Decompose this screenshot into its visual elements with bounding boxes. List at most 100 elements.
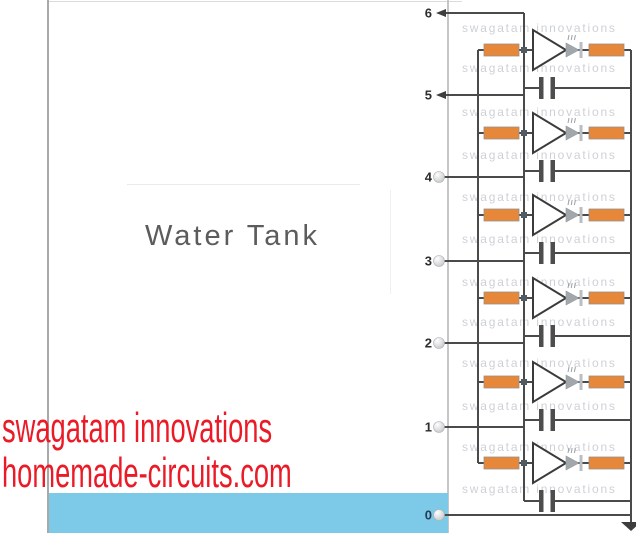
led-icon <box>565 125 580 141</box>
watermark-text: swagatam innovations <box>462 61 617 75</box>
watermark-text: swagatam innovations <box>462 232 617 246</box>
input-resistor <box>483 208 520 222</box>
led-ray <box>567 34 570 41</box>
output-resistor <box>588 208 625 222</box>
output-resistor <box>588 291 625 305</box>
capacitor-plate <box>539 409 544 431</box>
led-ray <box>570 117 573 124</box>
watermark-text: swagatam innovations <box>462 315 617 329</box>
watermark-text: swagatam innovations <box>462 482 617 496</box>
tank-label: Water Tank <box>145 220 321 252</box>
watermark-text: swagatam innovations <box>462 21 617 35</box>
input-resistor <box>483 126 520 140</box>
led-ray <box>573 447 576 454</box>
led-ray <box>570 282 573 289</box>
probe-ball-icon <box>433 509 445 521</box>
branding-text: swagatam innovations homemade-circuits.c… <box>2 405 292 495</box>
led-icon <box>565 290 580 306</box>
terminal-label: 2 <box>425 336 432 351</box>
terminal-label: 4 <box>425 170 433 185</box>
led-ray <box>570 34 573 41</box>
junction-dot <box>521 460 527 466</box>
capacitor-plate <box>539 77 544 99</box>
buffer-gate <box>532 111 568 155</box>
arrow-left-icon <box>436 9 446 17</box>
capacitor-plate <box>539 242 544 264</box>
watermark-text: swagatam innovations <box>462 399 617 413</box>
led-ray <box>570 447 573 454</box>
capacitor-plate <box>550 160 555 182</box>
led-ray <box>573 199 576 206</box>
led-ray <box>567 199 570 206</box>
probe-ball-icon <box>433 421 445 433</box>
capacitor-plate <box>539 325 544 347</box>
junction-dot <box>521 295 527 301</box>
tank-left-wall <box>47 0 49 533</box>
capacitor-plate <box>550 242 555 264</box>
led-icon <box>565 207 580 223</box>
water-fill <box>49 493 448 533</box>
led-cathode-bar <box>579 125 583 141</box>
led-ray <box>567 117 570 124</box>
led-ray <box>567 447 570 454</box>
led-ray <box>567 366 570 373</box>
tank-top-edge <box>48 1 462 2</box>
led-ray <box>567 282 570 289</box>
buffer-gate <box>532 193 568 237</box>
led-icon <box>565 455 580 471</box>
led-cathode-bar <box>579 290 583 306</box>
terminal-label: 0 <box>425 508 432 523</box>
probe-ball-icon <box>433 337 445 349</box>
input-resistor <box>483 291 520 305</box>
watermark-text: swagatam innovations <box>462 148 617 162</box>
arrow-left-icon <box>436 91 446 99</box>
tank-right-wall <box>447 0 449 533</box>
capacitor-plate <box>550 77 555 99</box>
output-resistor <box>588 43 625 57</box>
terminal-label: 6 <box>425 6 432 21</box>
led-ray <box>570 366 573 373</box>
capacitor-plate <box>539 490 544 512</box>
led-cathode-bar <box>579 207 583 223</box>
input-resistor <box>483 43 520 57</box>
led-cathode-bar <box>579 374 583 390</box>
capacitor-plate <box>550 490 555 512</box>
input-resistor <box>483 456 520 470</box>
led-icon <box>565 374 580 390</box>
ground-icon <box>621 522 636 531</box>
led-icon <box>565 42 580 58</box>
capacitor-plate <box>550 325 555 347</box>
branding-line2: homemade-circuits.com <box>2 449 292 496</box>
tank-faint-line-horizontal <box>127 184 360 185</box>
watermark-text: swagatam innovations <box>462 190 617 204</box>
capacitor-plate <box>539 160 544 182</box>
tank-faint-line-vertical <box>390 190 391 294</box>
watermark-text: swagatam innovations <box>462 105 617 119</box>
led-cathode-bar <box>579 455 583 471</box>
terminal-label: 3 <box>425 254 432 269</box>
probe-ball-icon <box>433 255 445 267</box>
buffer-gate <box>532 441 568 485</box>
led-ray <box>573 282 576 289</box>
led-ray <box>573 366 576 373</box>
probe-ball-icon <box>433 171 445 183</box>
led-ray <box>570 199 573 206</box>
terminal-label: 1 <box>425 420 432 435</box>
led-ray <box>573 117 576 124</box>
buffer-gate <box>532 28 568 72</box>
watermark-text: swagatam innovations <box>462 356 617 370</box>
terminal-label: 5 <box>425 88 432 103</box>
junction-dot <box>521 47 527 53</box>
junction-dot <box>521 379 527 385</box>
junction-dot <box>521 130 527 136</box>
buffer-gate <box>532 276 568 320</box>
output-resistor <box>588 456 625 470</box>
junction-dot <box>521 212 527 218</box>
capacitor-plate <box>550 409 555 431</box>
branding-line1: swagatam innovations <box>2 404 273 451</box>
output-resistor <box>588 126 625 140</box>
output-resistor <box>588 375 625 389</box>
led-ray <box>573 34 576 41</box>
buffer-gate <box>532 360 568 404</box>
